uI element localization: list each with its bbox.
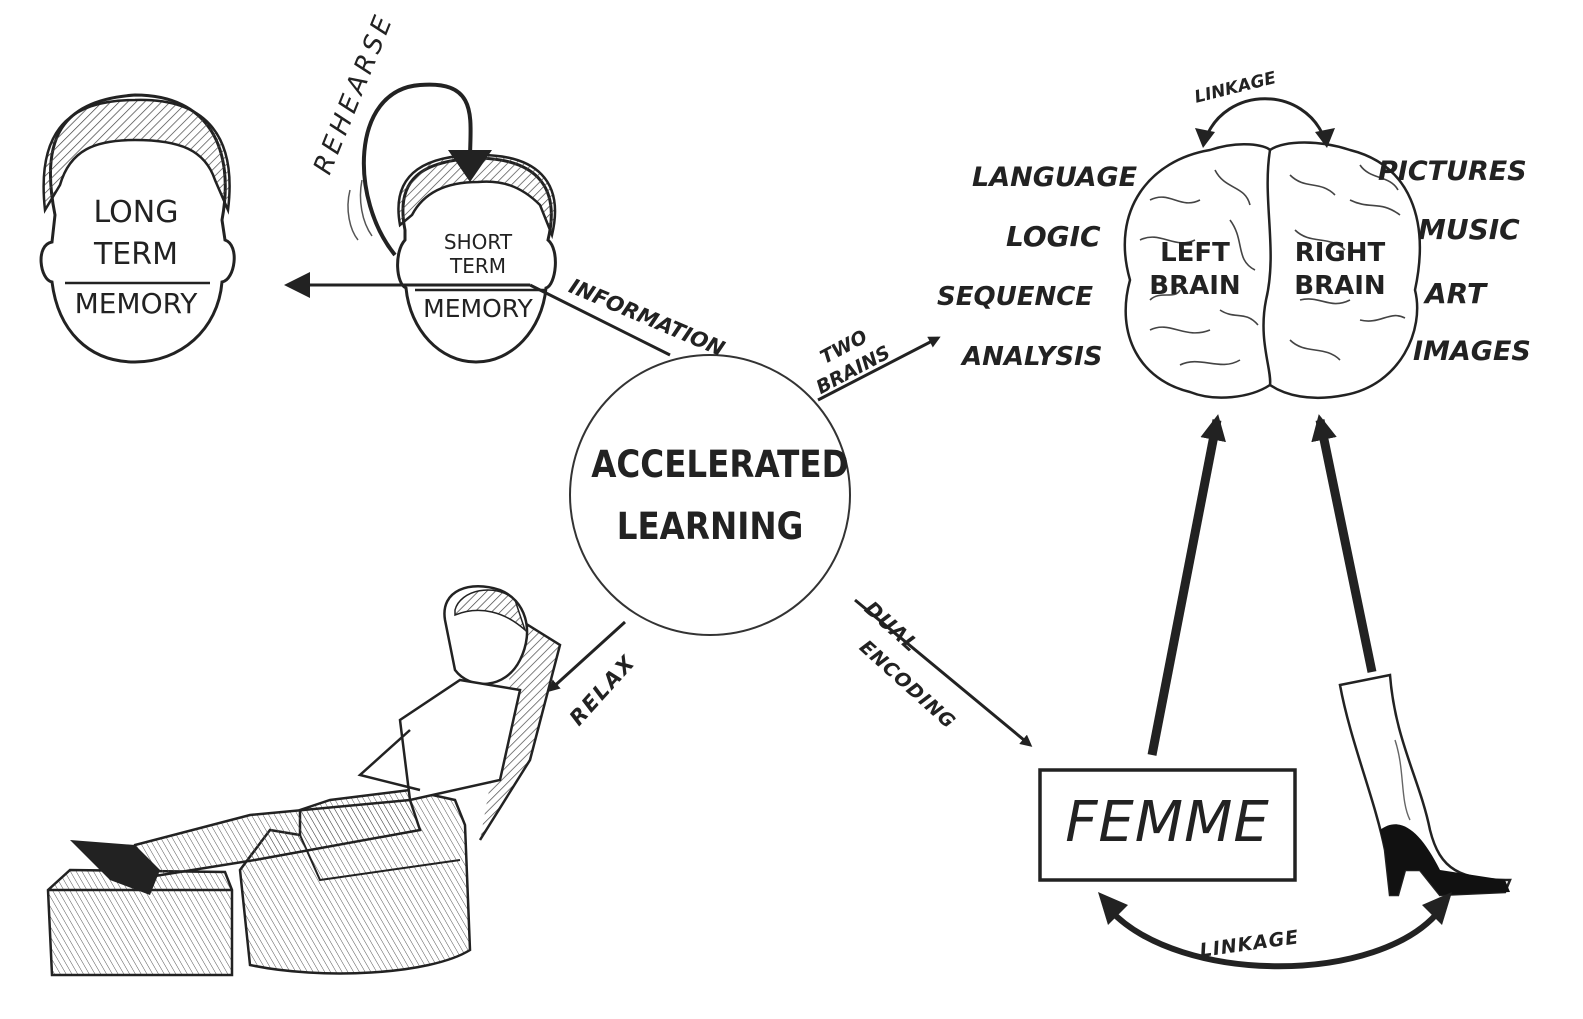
right-function-2: MUSIC (1418, 213, 1520, 246)
right-brain-line1: RIGHT (1294, 238, 1386, 268)
center-circle (569, 354, 851, 636)
long-term-line1: LONG (93, 195, 179, 230)
two-brains-arrow (817, 336, 941, 402)
femme-box-frame (1038, 768, 1297, 882)
brain-drawing (1123, 141, 1422, 399)
femme-to-left-brain-arrow (1147, 414, 1226, 756)
right-function-1: PICTURES (1378, 156, 1527, 187)
left-function-3: SEQUENCE (937, 282, 1094, 312)
bottom-linkage-right-head (1422, 892, 1452, 925)
information-arrow (284, 272, 671, 357)
right-brain-line2: BRAIN (1294, 271, 1386, 301)
leg-to-right-brain-arrow (1311, 414, 1377, 673)
left-brain-line1: LEFT (1160, 238, 1230, 268)
long-term-line2: TERM (93, 237, 178, 272)
short-term-line3: MEMORY (423, 294, 533, 323)
dual-encoding-arrow (854, 598, 1033, 747)
short-term-line2: TERM (449, 254, 506, 278)
left-function-4: ANALYSIS (962, 342, 1103, 372)
left-function-2: LOGIC (1006, 220, 1101, 253)
top-linkage-right-head (1315, 128, 1335, 148)
center-title-line2: LEARNING (616, 505, 804, 548)
bottom-linkage-left-head (1098, 892, 1128, 925)
long-term-memory-head (39, 93, 236, 364)
short-term-line1: SHORT (443, 230, 513, 254)
relaxing-person-illustration (46, 585, 562, 977)
left-function-1: LANGUAGE (972, 162, 1138, 193)
relax-arrow (547, 620, 627, 693)
center-title-line1: ACCELERATED (591, 443, 849, 486)
short-term-memory-head (396, 153, 557, 364)
right-function-3: ART (1425, 277, 1487, 310)
right-function-4: IMAGES (1413, 336, 1531, 367)
long-term-line3: MEMORY (74, 287, 198, 320)
femme-word: FEMME (1065, 790, 1270, 855)
left-brain-line2: BRAIN (1149, 271, 1241, 301)
rehearse-loop-arrow (347, 82, 492, 257)
top-linkage-left-head (1195, 128, 1215, 148)
leg-high-heel-illustration (1338, 673, 1512, 897)
bottom-linkage-arc (1107, 907, 1443, 970)
top-linkage-arc (1203, 97, 1327, 141)
